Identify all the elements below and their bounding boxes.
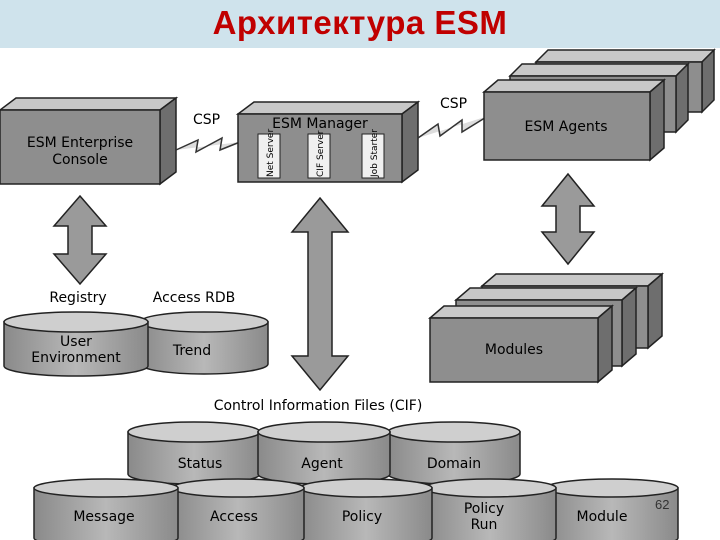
- access-rdb-label: Access RDB: [153, 290, 236, 306]
- arrow-console-registry: [54, 196, 106, 284]
- manager-module-cif-server: CIF Server: [316, 130, 326, 177]
- agents-label: ESM Agents: [525, 119, 608, 135]
- cif-module-label: Module: [577, 509, 628, 525]
- console-label-1: ESM Enterprise: [27, 135, 133, 151]
- trend-label: Trend: [172, 343, 211, 359]
- agents-stack: ESM Agents: [484, 50, 714, 160]
- cif-policy-label: Policy: [342, 509, 382, 525]
- cif-domain-label: Domain: [427, 456, 481, 472]
- manager-box: ESM Manager Net Server CIF Server Job St…: [238, 102, 418, 182]
- arrow-agents-modules: [542, 174, 594, 264]
- manager-label: ESM Manager: [272, 116, 368, 132]
- cif-label: Control Information Files (CIF): [214, 398, 423, 414]
- csp-right-link: [418, 116, 488, 138]
- page-number: 62: [655, 497, 669, 512]
- user-env-label-2: Environment: [31, 350, 121, 366]
- console-label-2: Console: [52, 152, 108, 168]
- csp-right-label: CSP: [440, 96, 467, 112]
- cif-message-database: Message: [34, 479, 178, 540]
- user-env-label-1: User: [60, 334, 92, 350]
- user-environment-database: User Environment: [4, 312, 148, 376]
- modules-label: Modules: [485, 342, 543, 358]
- manager-module-net-server: Net Server: [266, 129, 276, 177]
- cif-agent-database: Agent: [258, 422, 390, 484]
- trend-database: Trend: [140, 312, 268, 374]
- console-box: ESM Enterprise Console: [0, 98, 176, 184]
- cif-policy-database: Policy: [300, 479, 432, 540]
- cif-status-label: Status: [178, 456, 223, 472]
- cif-status-database: Status: [128, 422, 260, 484]
- arrow-manager-cif: [292, 198, 348, 390]
- cif-domain-database: Domain: [388, 422, 520, 484]
- csp-left-label: CSP: [193, 112, 220, 128]
- cif-agent-label: Agent: [301, 456, 343, 472]
- modules-stack: Modules: [430, 274, 662, 382]
- cif-access-label: Access: [210, 509, 258, 525]
- manager-module-job-starter: Job Starter: [370, 129, 380, 178]
- cif-message-label: Message: [73, 509, 134, 525]
- csp-left-link: [176, 138, 240, 152]
- registry-label: Registry: [49, 290, 106, 306]
- cif-access-database: Access: [172, 479, 304, 540]
